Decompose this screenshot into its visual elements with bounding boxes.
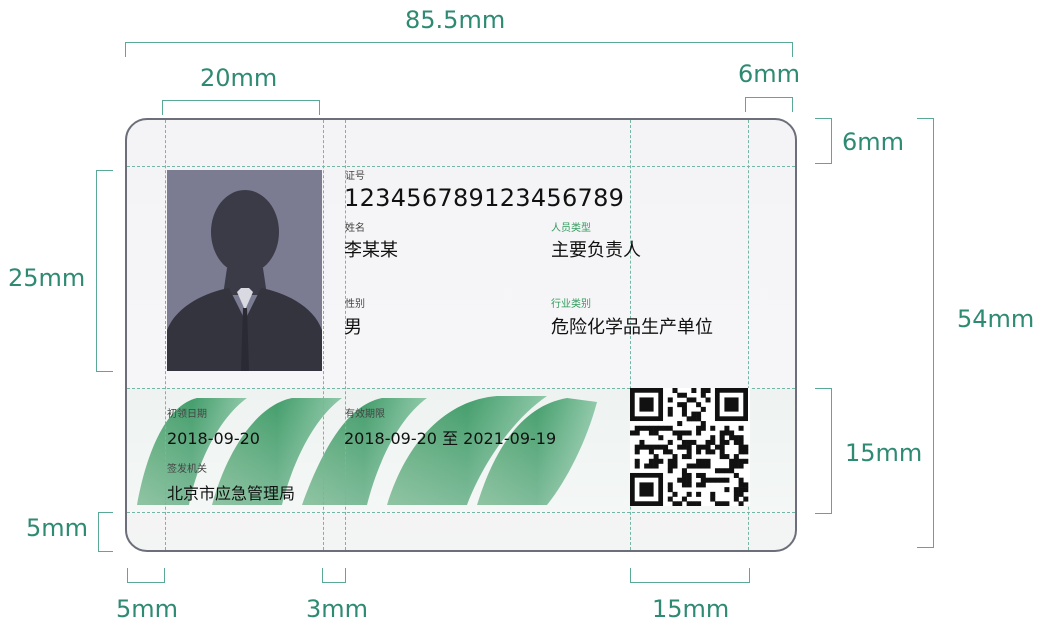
dim-card-width: 85.5mm — [405, 6, 506, 34]
dim-right-margin-bracket — [745, 97, 793, 112]
first-issue-value: 2018-09-20 — [167, 429, 260, 448]
dim-card-height: 54mm — [957, 305, 1035, 333]
dim-card-height-bracket — [917, 118, 934, 548]
validity-label: 有效期限 — [345, 409, 385, 420]
gender-value: 男 — [344, 317, 362, 338]
guide-line — [127, 388, 795, 389]
guide-line — [165, 120, 166, 550]
dim-left-margin: 5mm — [116, 595, 179, 623]
guide-line — [323, 120, 324, 550]
guide-line — [127, 166, 795, 167]
industry-value: 危险化学品生产单位 — [551, 317, 713, 338]
guide-line — [127, 512, 795, 513]
dim-qr-width-bracket — [630, 568, 750, 583]
guide-line — [748, 120, 749, 550]
dim-qr-width: 15mm — [652, 595, 730, 623]
dim-bottom-margin-bracket — [98, 512, 113, 552]
industry-label: 行业类别 — [551, 299, 591, 310]
person-type-label: 人员类型 — [551, 223, 591, 234]
dim-card-width-bracket — [125, 42, 793, 57]
dim-photo-height: 25mm — [8, 264, 86, 292]
validity-value: 2018-09-20 至 2021-09-19 — [344, 429, 557, 448]
cert-no-value: 123456789123456789 — [344, 184, 625, 212]
cert-no-label: 证号 — [345, 171, 365, 182]
dim-bottom-band-bracket — [815, 388, 832, 514]
dim-bottom-margin: 5mm — [26, 514, 89, 542]
guide-line — [345, 120, 346, 550]
name-label: 姓名 — [345, 223, 365, 234]
name-value: 李某某 — [344, 240, 398, 261]
dim-gap-bracket — [322, 568, 346, 583]
issuer-label: 签发机关 — [167, 464, 207, 475]
person-silhouette-icon — [167, 170, 322, 371]
guide-line — [630, 120, 631, 550]
dim-right-margin: 6mm — [738, 60, 801, 88]
dim-photo-height-bracket — [96, 170, 113, 372]
issuer-value: 北京市应急管理局 — [167, 484, 296, 503]
dim-top-margin: 6mm — [842, 128, 905, 156]
id-card: 证号 123456789123456789 姓名 李某某 人员类型 主要负责人 … — [125, 118, 797, 552]
id-photo — [167, 170, 322, 371]
dim-top-margin-bracket — [815, 118, 832, 164]
qr-code-icon — [630, 388, 750, 507]
dim-gap: 3mm — [306, 595, 369, 623]
dim-photo-width-bracket — [162, 100, 320, 115]
dim-left-margin-bracket — [127, 568, 165, 583]
gender-label: 性别 — [345, 299, 365, 310]
first-issue-label: 初领日期 — [167, 409, 207, 420]
dim-photo-width: 20mm — [200, 64, 278, 92]
dim-bottom-band: 15mm — [845, 439, 923, 467]
person-type-value: 主要负责人 — [551, 240, 641, 261]
